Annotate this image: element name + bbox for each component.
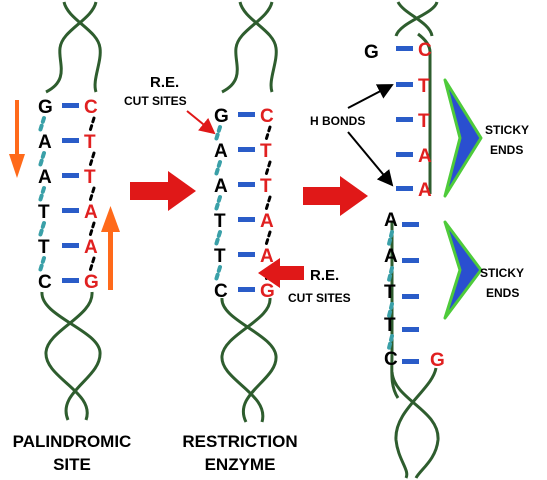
cut-site-arrow-bottom <box>258 258 304 288</box>
hydrogen-bond <box>396 117 413 122</box>
right-base: G <box>430 350 445 371</box>
hydrogen-bond <box>402 258 419 263</box>
left-base: A <box>38 167 52 188</box>
bond-rows: G C A T A T T A T A C G <box>214 106 275 302</box>
left-base: G <box>364 42 379 63</box>
right-base: A <box>260 211 274 232</box>
re-bottom-sub: CUT SITES <box>288 291 351 305</box>
hydrogen-bond <box>396 186 413 191</box>
hydrogen-bond <box>62 173 79 178</box>
right-base: G <box>260 281 275 302</box>
hydrogen-bond <box>396 152 413 157</box>
caption-enzyme: ENZYME <box>205 455 276 474</box>
big-red-arrow <box>303 176 368 216</box>
panel-sticky-ends: G C T T A A A A T T C G <box>310 1 529 479</box>
right-base: T <box>84 132 96 153</box>
right-base: C <box>260 106 274 127</box>
dna-backbone-top <box>45 1 102 94</box>
hydrogen-bond <box>62 103 79 108</box>
hydrogen-bond <box>402 359 419 364</box>
left-base: A <box>214 176 228 197</box>
h-bonds-pointer-top <box>347 84 394 109</box>
sticky-top-line2: ENDS <box>490 143 523 157</box>
left-base: T <box>214 246 226 267</box>
sticky-end-brace-top <box>443 78 483 198</box>
left-base: C <box>38 272 52 293</box>
right-base: C <box>84 97 98 118</box>
hydrogen-bond <box>238 252 255 257</box>
hydrogen-bond <box>402 327 419 332</box>
dna-backbone-bottom <box>390 222 440 479</box>
hydrogen-bond <box>402 222 419 227</box>
panel-restriction-enzyme: G C A T A T T A T A C G <box>124 1 351 474</box>
dna-backbone-bottom <box>220 297 278 423</box>
hydrogen-bond <box>396 82 413 87</box>
h-bonds-label: H BONDS <box>310 114 365 128</box>
caption-palindromic: PALINDROMIC <box>13 432 132 451</box>
hydrogen-bond <box>62 243 79 248</box>
panel-palindromic-site: G C A T A T T A T A C G <box>9 1 132 474</box>
left-base: T <box>384 282 396 303</box>
hydrogen-bond <box>238 287 255 292</box>
orange-arrow-down <box>9 100 25 178</box>
sticky-bottom-line2: ENDS <box>486 286 519 300</box>
left-base: T <box>38 202 50 223</box>
backbone-dots <box>38 116 96 273</box>
top-strand: G C T T A A <box>364 40 432 201</box>
hydrogen-bond <box>238 147 255 152</box>
cut-site-pointer-top <box>186 110 216 135</box>
re-bottom-title: R.E. <box>310 267 339 284</box>
right-base: T <box>418 111 430 132</box>
sticky-bottom-line1: STICKY <box>480 266 524 280</box>
right-base: A <box>260 246 274 267</box>
right-base: C <box>418 40 432 61</box>
left-base: T <box>38 237 50 258</box>
left-base: C <box>214 281 228 302</box>
sticky-top-line1: STICKY <box>485 123 529 137</box>
backbone-dots <box>387 230 394 350</box>
left-base: C <box>384 349 398 370</box>
bond-rows: G C A T A T T A T A C G <box>38 97 99 293</box>
right-base: T <box>84 167 96 188</box>
left-base: A <box>384 210 398 231</box>
right-base: A <box>84 237 98 258</box>
orange-arrow-up <box>101 206 120 290</box>
left-base: A <box>214 141 228 162</box>
hydrogen-bond <box>62 138 79 143</box>
dna-backbone-top <box>394 1 439 194</box>
re-top-title: R.E. <box>150 74 179 91</box>
right-base: G <box>84 272 99 293</box>
bottom-strand: A A T T C G <box>384 210 445 371</box>
right-base: A <box>84 202 98 223</box>
left-base: G <box>214 106 229 127</box>
hydrogen-bond <box>402 294 419 299</box>
sticky-end-brace-bottom <box>443 220 483 320</box>
hydrogen-bond <box>396 46 413 51</box>
left-base: T <box>384 315 396 336</box>
hydrogen-bond <box>62 278 79 283</box>
left-base: T <box>214 211 226 232</box>
right-base: A <box>418 180 432 201</box>
right-base: T <box>260 141 272 162</box>
hydrogen-bond <box>238 217 255 222</box>
dna-backbone-bottom <box>40 291 102 421</box>
h-bonds-pointer-bottom <box>347 131 394 187</box>
right-base: T <box>418 76 430 97</box>
caption-site: SITE <box>53 455 91 474</box>
hydrogen-bond <box>238 112 255 117</box>
hydrogen-bond <box>238 182 255 187</box>
left-base: A <box>38 132 52 153</box>
caption-restriction: RESTRICTION <box>182 432 297 451</box>
hydrogen-bond <box>62 208 79 213</box>
re-top-sub: CUT SITES <box>124 94 187 108</box>
big-red-arrow <box>130 171 196 211</box>
dna-backbone-top <box>221 1 278 94</box>
left-base: G <box>38 97 53 118</box>
left-base: A <box>384 246 398 267</box>
right-base: A <box>418 146 432 167</box>
right-base: T <box>260 176 272 197</box>
